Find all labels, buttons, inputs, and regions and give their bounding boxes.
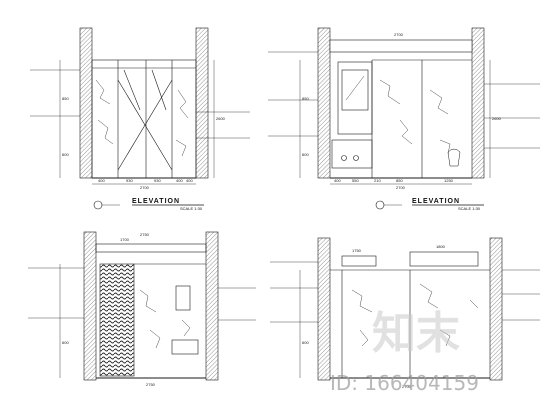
dim-a-left-0: 850 [62,96,69,101]
dim-d-top-0: 1750 [352,248,362,253]
shower-fixture [175,285,191,311]
dim-d-top-1: 1800 [436,244,446,249]
title-elevation-b: ELEVATION [412,198,460,205]
dim-b-bottom-2: 210 [374,178,381,183]
dim-a-left-1: 600 [62,152,69,157]
dimension-labels: 400 930 930 400 400 2700 2600 850 600 27… [62,32,502,389]
section-marker-b [375,200,385,210]
elevation-b [268,27,540,210]
mirror-cabinet [337,61,373,135]
elevation-c [28,231,256,381]
dim-b-total: 2700 [396,185,406,190]
titles: ELEVATION SCALE 1:30 ELEVATION SCALE 1:3… [132,198,484,211]
watermark-id: ID: 166404159 [330,371,479,395]
section-marker-a [93,200,103,210]
wall-right-d [489,237,503,381]
dim-a-right: 2600 [216,116,226,121]
dim-b-bottom-1: 550 [352,178,359,183]
dim-a-bottom-2: 930 [154,178,161,183]
wall-left-b [317,27,331,179]
wall-left-d [317,237,331,381]
watermark: 知末 ID: 166404159 [330,308,479,395]
dim-d-bottom: 2700 [402,384,412,389]
dim-b-left-1: 600 [302,152,309,157]
dim-c-top-1: 2750 [140,232,150,237]
title-elevation-a: ELEVATION [132,198,180,205]
scale-elevation-a: SCALE 1:30 [180,206,203,211]
panel-area-a [91,59,197,179]
wall-right-b [471,27,485,179]
dim-a-total: 2700 [140,185,150,190]
decorative-panel [99,263,135,377]
dim-b-left-0: 850 [302,96,309,101]
wall-right-c [205,231,219,381]
dim-d-left: 600 [302,340,309,345]
wall-right-a [195,27,209,179]
watermark-brand: 知末 [372,308,460,359]
wall-left-a [79,27,93,179]
vanity-unit [331,139,373,169]
dim-a-bottom-1: 930 [126,178,133,183]
dim-c-left: 600 [62,340,69,345]
dim-b-top: 2700 [394,32,404,37]
dim-b-bottom-4: 1250 [444,178,454,183]
dim-b-bottom-3: 850 [396,178,403,183]
elevation-d [270,237,540,381]
dim-b-bottom-0: 400 [334,178,341,183]
wall-left-c [83,231,97,381]
dim-a-bottom-4: 400 [186,178,193,183]
dim-a-bottom-0: 400 [98,178,105,183]
dim-c-top-0: 1700 [120,237,130,242]
elevation-a [30,27,250,210]
dim-a-bottom-3: 400 [176,178,183,183]
dim-b-right: 2600 [492,116,502,121]
scale-elevation-b: SCALE 1:30 [458,206,481,211]
dim-c-bottom: 2750 [146,382,156,387]
